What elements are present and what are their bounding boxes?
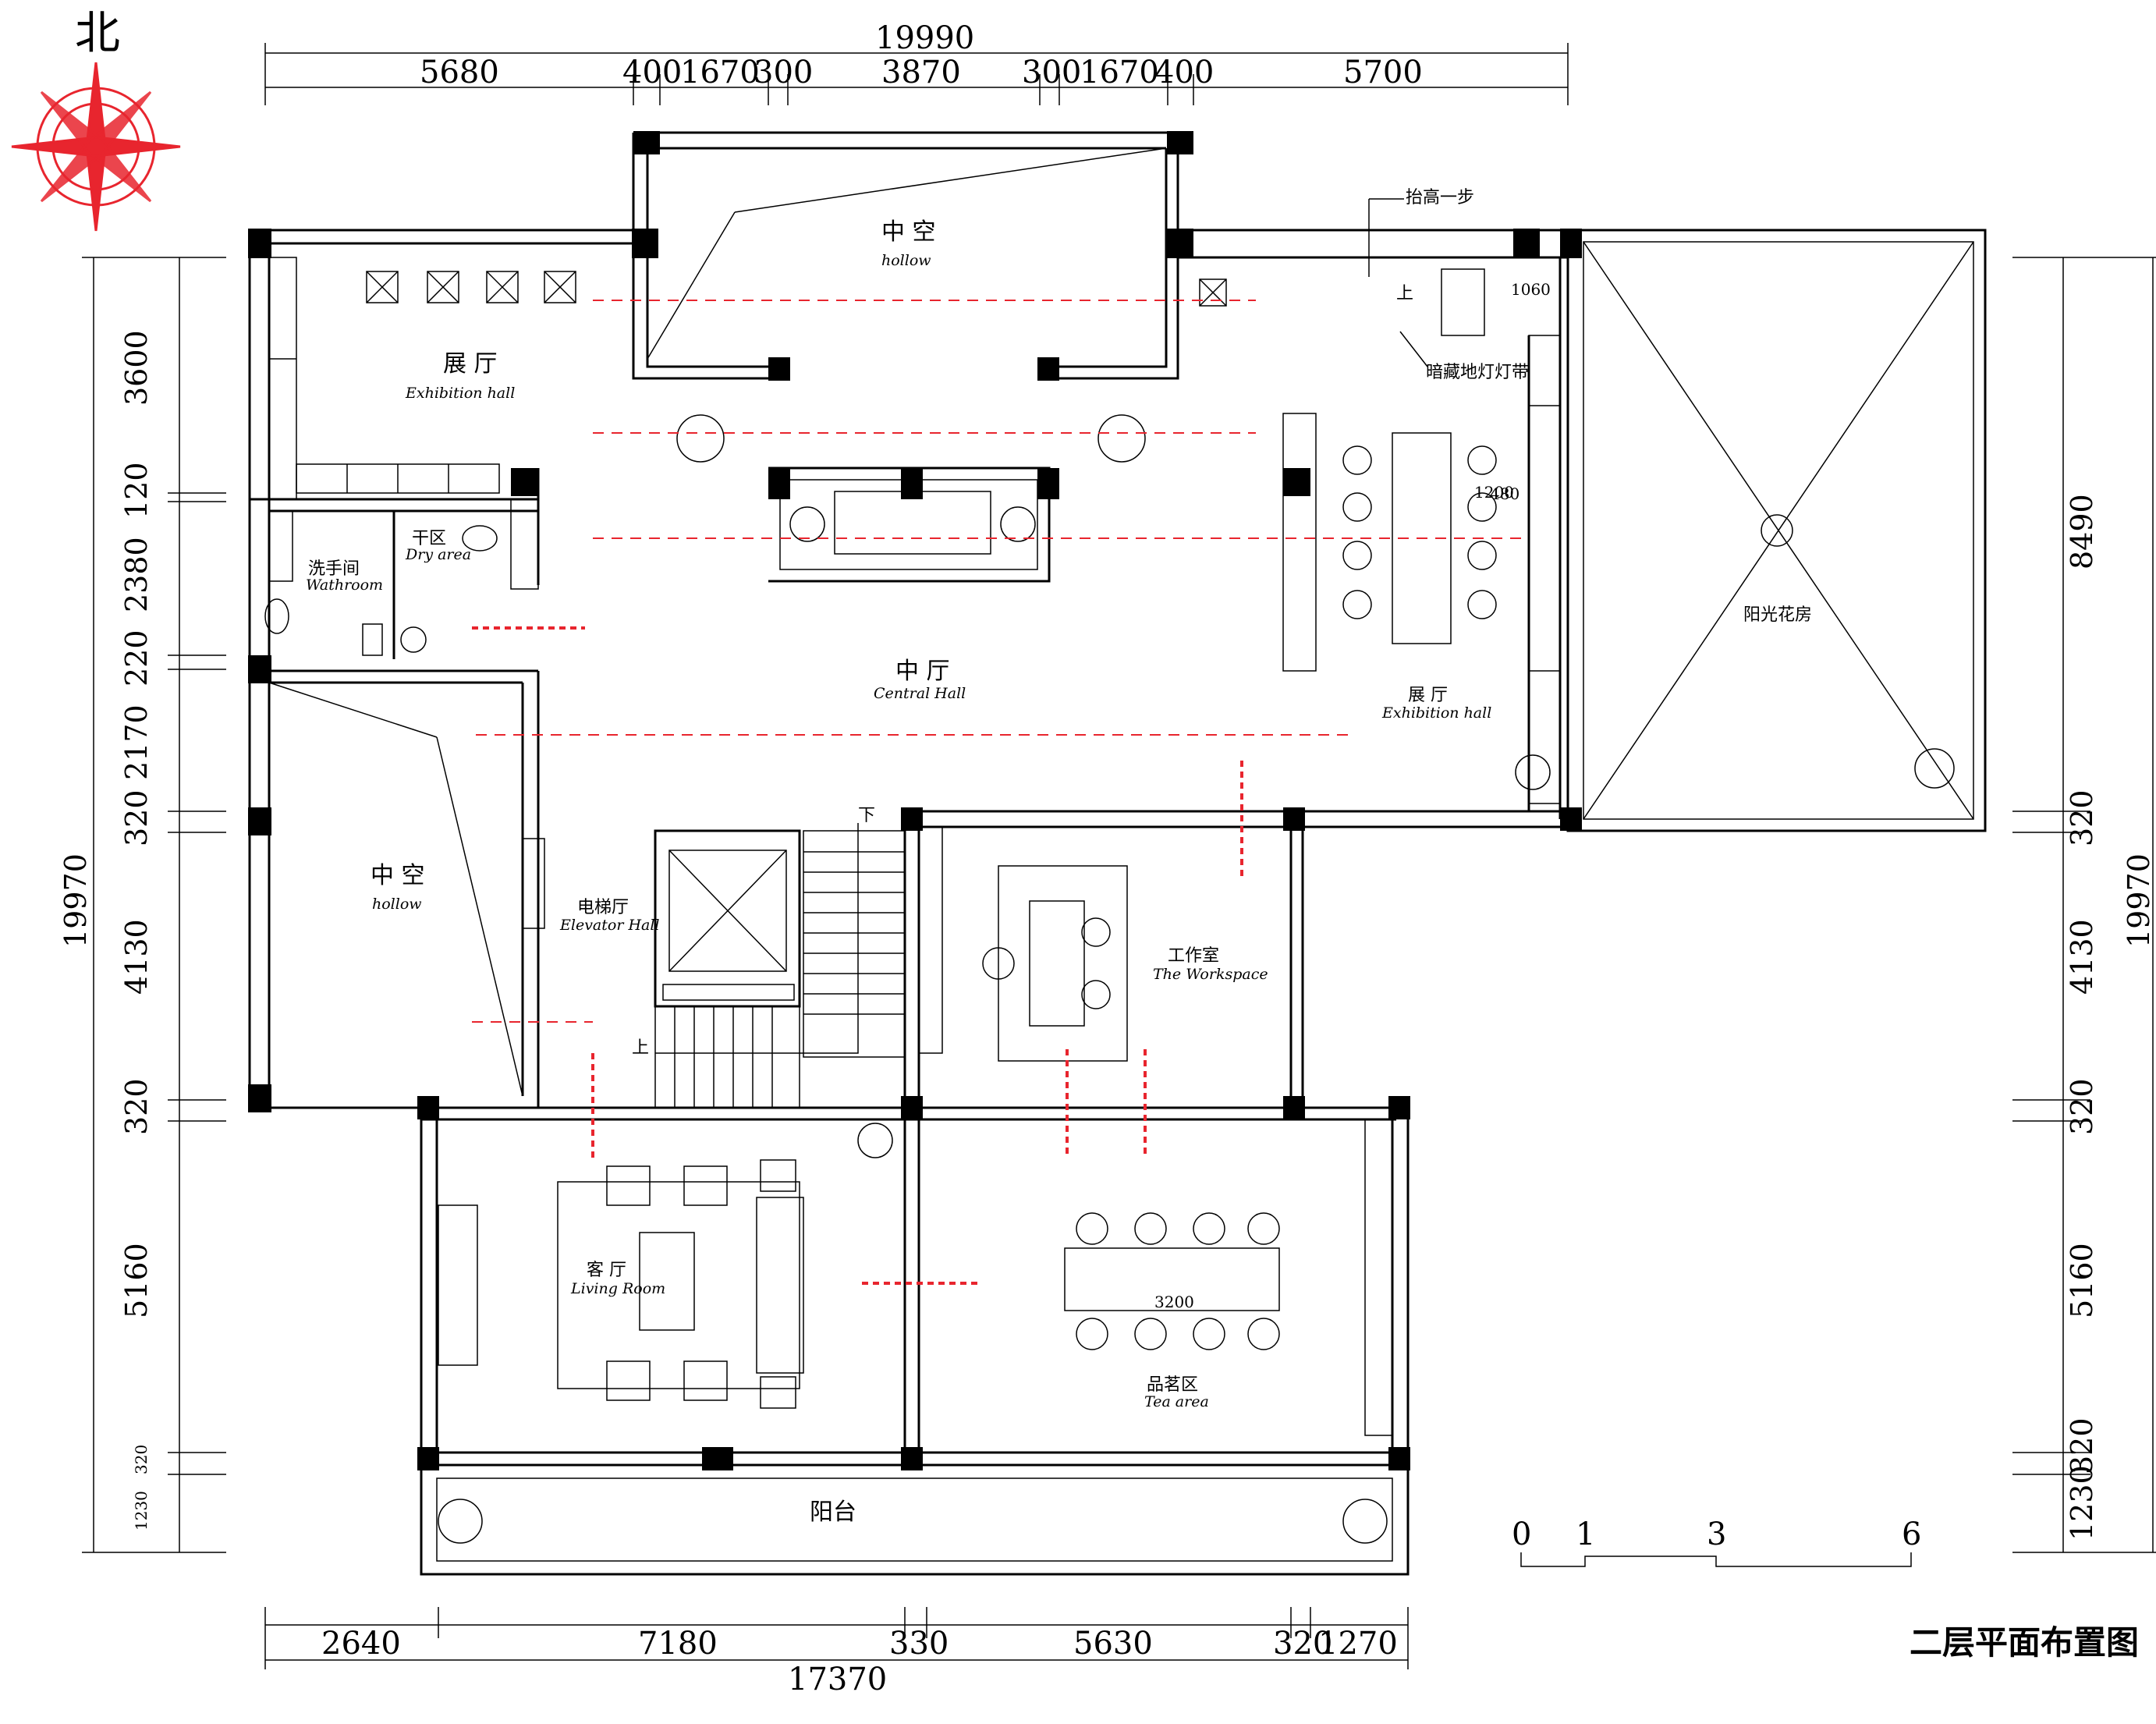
top-dimension-lines bbox=[264, 43, 1569, 105]
scale-1: 1 bbox=[1576, 1516, 1595, 1552]
room-label-tea-area-en: Tea area bbox=[1144, 1393, 1209, 1410]
walls bbox=[248, 131, 1987, 1576]
scale-3: 3 bbox=[1707, 1516, 1726, 1552]
bottom-dimension-lines bbox=[264, 1607, 1409, 1669]
stair-treads bbox=[655, 823, 905, 1108]
north-label: 北 bbox=[75, 6, 120, 59]
bottom-dim-1: 2640 bbox=[321, 1626, 401, 1662]
columns bbox=[248, 131, 1582, 1470]
left-dim-2: 120 bbox=[119, 462, 154, 519]
scale-6: 6 bbox=[1902, 1516, 1921, 1552]
room-label-elevator-hall-en: Elevator Hall bbox=[559, 917, 660, 934]
room-label-tea-area: 品茗区 bbox=[1147, 1375, 1198, 1395]
table-dim-3200: 3200 bbox=[1154, 1293, 1194, 1311]
room-label-central-hall-en: Central Hall bbox=[874, 685, 966, 702]
scale-0: 0 bbox=[1512, 1516, 1531, 1552]
room-label-hollow-top: 中 空 bbox=[881, 218, 936, 246]
room-label-balcony: 阳台 bbox=[810, 1499, 856, 1526]
step-annotation bbox=[1368, 198, 1428, 367]
table-dim-480: 480 bbox=[1490, 484, 1519, 503]
room-label-workspace: 工作室 bbox=[1168, 946, 1219, 966]
top-dim-7: 1670 bbox=[1080, 55, 1159, 90]
room-label-sunroom: 阳光花房 bbox=[1743, 605, 1812, 625]
left-dim-3: 2380 bbox=[119, 537, 154, 612]
right-total-dim: 19970 bbox=[2122, 853, 2156, 948]
furniture bbox=[264, 257, 1561, 1436]
room-label-hollow-left: 中 空 bbox=[371, 862, 425, 889]
left-dim-10: 320 bbox=[132, 1445, 151, 1474]
bottom-dim-3: 330 bbox=[889, 1626, 949, 1662]
room-label-washroom-en: Wathroom bbox=[306, 576, 383, 594]
top-dim-4: 300 bbox=[754, 55, 813, 90]
circulation-arrows bbox=[472, 300, 1521, 1285]
plan-title: 二层平面布置图 bbox=[1910, 1623, 2139, 1662]
top-dim-9: 5700 bbox=[1343, 55, 1423, 90]
room-label-exhibition-hall: 展 厅 bbox=[443, 350, 498, 378]
room-label-living-room-en: Living Room bbox=[570, 1280, 665, 1297]
right-dim-1: 8490 bbox=[2065, 494, 2099, 569]
stair-up-label-top: 上 bbox=[1396, 284, 1413, 303]
left-dimension-lines bbox=[82, 257, 226, 1553]
room-label-dry-area-en: Dry area bbox=[405, 546, 471, 563]
top-dim-2: 400 bbox=[622, 55, 682, 90]
bottom-dim-4: 5630 bbox=[1073, 1626, 1153, 1662]
hidden-light-note: 暗藏地灯灯带 bbox=[1426, 363, 1529, 382]
left-dim-9: 5160 bbox=[119, 1243, 154, 1318]
right-dimension-lines bbox=[2012, 257, 2156, 1553]
top-dim-1: 5680 bbox=[420, 55, 499, 90]
step-dim-1060: 1060 bbox=[1511, 280, 1551, 299]
bottom-dim-2: 7180 bbox=[638, 1626, 718, 1662]
top-dim-5: 3870 bbox=[881, 55, 961, 90]
left-dim-8: 320 bbox=[119, 1078, 154, 1135]
top-dim-3: 1670 bbox=[680, 55, 760, 90]
room-label-exhibition-hall-2: 展 厅 bbox=[1408, 686, 1448, 705]
right-dim-3: 4130 bbox=[2065, 919, 2099, 995]
right-dim-5: 5160 bbox=[2065, 1243, 2099, 1318]
stair-down-label: 下 bbox=[858, 806, 875, 825]
right-dim-7: 1230 bbox=[2065, 1465, 2099, 1541]
room-label-exhibition-hall-2-en: Exhibition hall bbox=[1381, 704, 1491, 722]
room-label-exhibition-hall-en: Exhibition hall bbox=[405, 385, 515, 402]
left-dim-5: 2170 bbox=[119, 704, 154, 780]
north-compass-icon bbox=[11, 62, 181, 232]
top-total-dim: 19990 bbox=[875, 20, 974, 56]
room-label-central-hall: 中 厅 bbox=[895, 658, 950, 685]
top-dim-6: 300 bbox=[1022, 55, 1081, 90]
left-dim-4: 220 bbox=[119, 630, 154, 686]
right-dim-6: 320 bbox=[2065, 1417, 2099, 1474]
bottom-dim-5: 320 bbox=[1273, 1626, 1332, 1662]
room-label-washroom: 洗手间 bbox=[308, 559, 360, 579]
plant-icon bbox=[400, 414, 1955, 1544]
room-label-hollow-top-en: hollow bbox=[881, 252, 931, 269]
left-dim-1: 3600 bbox=[119, 330, 154, 406]
bottom-total-dim: 17370 bbox=[788, 1662, 887, 1697]
room-label-dry-area: 干区 bbox=[412, 529, 446, 548]
stair-up-label: 上 bbox=[632, 1038, 649, 1058]
room-label-elevator-hall: 电梯厅 bbox=[577, 898, 629, 917]
step-up-note: 抬高一步 bbox=[1406, 188, 1474, 208]
room-label-hollow-left-en: hollow bbox=[372, 896, 422, 913]
room-label-workspace-en: The Workspace bbox=[1153, 966, 1268, 983]
room-label-living-room: 客 厅 bbox=[587, 1261, 626, 1280]
right-dim-2: 320 bbox=[2065, 789, 2099, 846]
left-total-dim: 19970 bbox=[59, 853, 93, 948]
scale-bar bbox=[1520, 1552, 1912, 1567]
top-dim-8: 400 bbox=[1154, 55, 1214, 90]
left-dim-7: 4130 bbox=[119, 919, 154, 995]
bottom-dim-6: 1270 bbox=[1318, 1626, 1398, 1662]
right-dim-4: 320 bbox=[2065, 1078, 2099, 1135]
left-dim-11: 1230 bbox=[132, 1491, 151, 1531]
left-dim-6: 320 bbox=[119, 789, 154, 846]
table-dim-1200: 1200 bbox=[1474, 483, 1514, 502]
